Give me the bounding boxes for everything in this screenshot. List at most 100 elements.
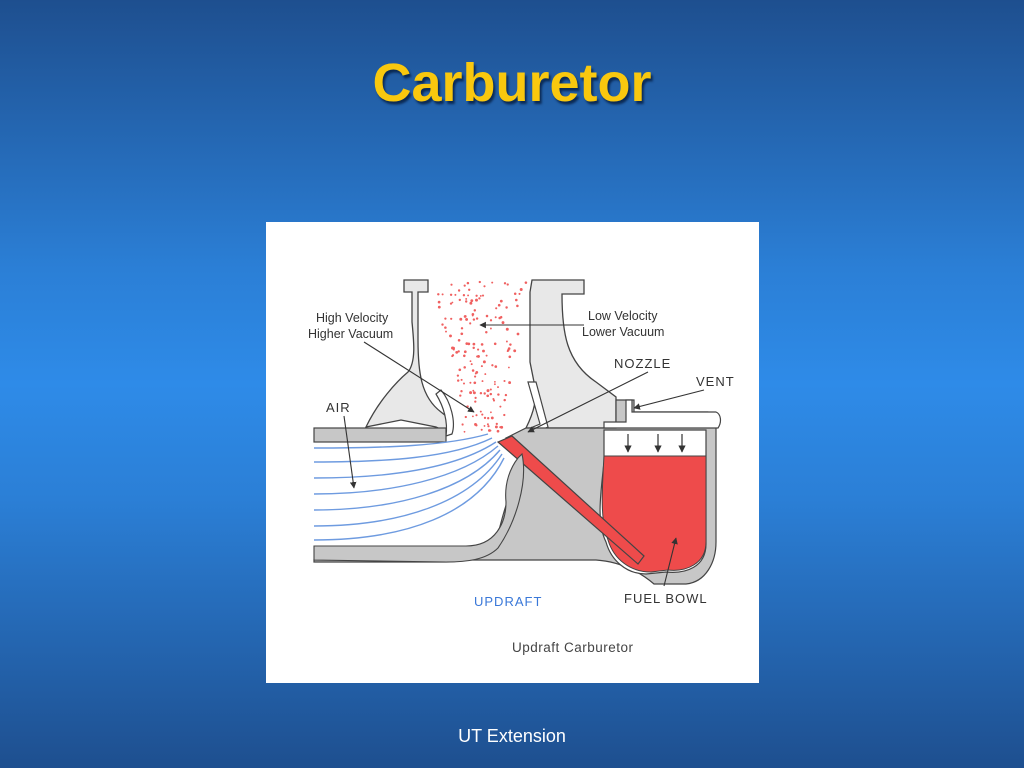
spray-dot [471, 314, 474, 317]
label-air: AIR [326, 400, 351, 415]
spray-dot [508, 355, 512, 359]
spray-dot [449, 302, 453, 305]
spray-dot [472, 318, 476, 321]
spray-dot [486, 423, 489, 426]
spray-dot [483, 285, 486, 288]
leader-arrows [343, 321, 705, 587]
spray-dot [462, 382, 466, 385]
spray-dot [474, 396, 477, 400]
spray-dot [441, 323, 444, 326]
spray-dot [493, 342, 497, 346]
spray-dot [507, 347, 511, 350]
spray-dot [513, 349, 517, 353]
spray-dot [481, 294, 485, 297]
left-venturi-wall [364, 279, 452, 436]
left-flange [313, 427, 447, 443]
spray-dot [479, 391, 483, 395]
spray-dot [505, 327, 509, 331]
label-lower-vacuum: Lower Vacuum [582, 325, 664, 339]
spray-dot [493, 383, 496, 386]
spray-dot [506, 350, 509, 353]
spray-dot [460, 332, 464, 336]
spray-dot [469, 360, 472, 363]
fuel-pressure-arrows [624, 434, 686, 453]
spray-dot [483, 392, 486, 395]
spray-dot [515, 298, 518, 302]
carburetor-svg: High Velocity Higher Vacuum Low Velocity… [308, 279, 734, 655]
slide-footer: UT Extension [458, 726, 566, 746]
spray-dot [501, 321, 505, 325]
spray-dot [516, 332, 520, 336]
spray-dot [471, 415, 474, 418]
spray-dot [437, 293, 440, 296]
spray-dot [463, 350, 467, 354]
spray-dot [487, 417, 490, 420]
spray-dot [492, 397, 495, 401]
spray-dot [489, 392, 493, 396]
spray-dot [485, 331, 488, 334]
spray-dot [491, 364, 494, 367]
spray-dot [471, 369, 475, 372]
spray-dot [467, 294, 470, 297]
spray-dot [475, 294, 478, 297]
spray-dot [451, 301, 454, 304]
spray-dot [450, 317, 453, 320]
spray-dot [451, 346, 454, 350]
spray-dot [460, 378, 463, 381]
spray-dot [475, 414, 478, 417]
spray-dot [482, 349, 485, 353]
fuel-spray [437, 280, 528, 433]
spray-dot [458, 298, 461, 302]
spray-dot [460, 327, 464, 330]
spray-dot [437, 305, 441, 309]
spray-dot [441, 293, 444, 296]
spray-dot [445, 330, 447, 333]
spray-dot [489, 319, 493, 322]
spray-dot [474, 400, 477, 403]
label-higher-vacuum: Higher Vacuum [308, 327, 393, 341]
spray-dot [474, 375, 477, 378]
spray-dot [472, 346, 475, 350]
label-high-velocity: High Velocity [316, 311, 389, 325]
spray-dot [503, 282, 507, 285]
spray-dot [459, 394, 462, 397]
spray-dot [481, 413, 484, 416]
spray-dot [449, 334, 452, 338]
spray-dot [464, 415, 467, 419]
spray-dot [467, 342, 471, 346]
spray-dot [458, 368, 462, 372]
spray-dot [483, 424, 486, 427]
spray-dot [482, 360, 486, 364]
spray-dot [463, 366, 466, 369]
spray-dot [486, 394, 490, 398]
spray-dot [499, 299, 503, 303]
spray-dot [508, 381, 512, 385]
spray-dot [459, 317, 463, 321]
spray-dot [474, 372, 477, 375]
vent-ledge [603, 399, 722, 429]
spray-dot [463, 430, 466, 433]
spray-dot [518, 292, 521, 295]
label-updraft: UPDRAFT [474, 594, 542, 609]
spray-dot [505, 306, 508, 309]
spray-dot [469, 301, 473, 305]
spray-dot [479, 410, 482, 413]
label-nozzle: NOZZLE [614, 356, 671, 371]
spray-dot [486, 389, 490, 393]
spray-dot [489, 388, 492, 391]
spray-dot [455, 351, 459, 354]
spray-dot [449, 293, 453, 296]
spray-dot [504, 393, 508, 397]
spray-dot [479, 294, 482, 297]
spray-dot [475, 298, 478, 302]
spray-dot [509, 343, 512, 346]
spray-dot [466, 281, 470, 285]
slide-title: Carburetor [372, 53, 652, 113]
label-low-velocity: Low Velocity [588, 309, 658, 323]
spray-dot [483, 416, 487, 420]
spray-dot [513, 292, 517, 296]
spray-dot [465, 300, 468, 303]
spray-dot [444, 317, 447, 320]
spray-dot [519, 288, 523, 291]
carburetor-diagram: High Velocity Higher Vacuum Low Velocity… [266, 222, 759, 683]
